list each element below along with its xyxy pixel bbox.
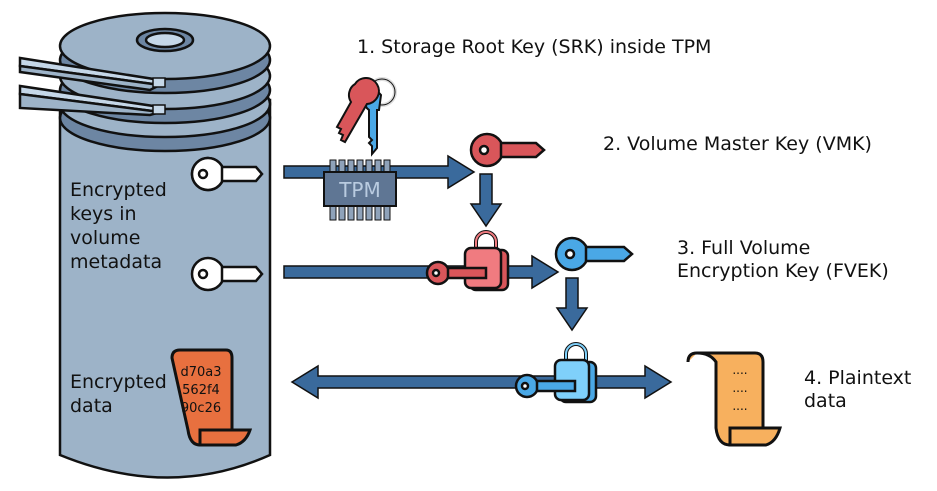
step-2-label: 2. Volume Master Key (VMK) — [603, 133, 872, 155]
encrypted-keys-label-line: volume — [70, 227, 141, 249]
encrypted-keys-label: Encrypted keys in volume metadata — [70, 178, 167, 274]
plaintext-scroll-icon — [686, 351, 782, 447]
cipher-line-2: 562f4 — [182, 383, 220, 398]
arrow-fvek-down — [555, 277, 589, 332]
cipher-line-1: d70a3 — [180, 365, 221, 380]
encrypted-data-label: Encrypted data — [70, 370, 167, 418]
fvek-key-icon — [554, 236, 634, 272]
plaintext-line-1: .... — [732, 363, 747, 377]
step-3-label: 3. Full Volume Encryption Key (FVEK) — [677, 237, 889, 283]
step-1-label: 1. Storage Root Key (SRK) inside TPM — [357, 36, 712, 58]
tpm-chip-icon — [323, 159, 397, 221]
step-3-label-line: Encryption Key (FVEK) — [677, 260, 889, 282]
step-4-label: 4. Plaintext data — [804, 367, 911, 413]
fvek-padlock-icon — [514, 342, 598, 404]
srk-keyring-icon — [335, 77, 397, 157]
encrypted-keys-label-line: keys in — [70, 203, 137, 225]
encrypted-data-label-line: Encrypted — [70, 371, 167, 393]
encrypted-keys-label-line: metadata — [70, 251, 163, 273]
tpm-label: TPM — [338, 178, 381, 202]
encrypted-fvek-key-icon — [190, 256, 264, 292]
step-4-label-line: data — [804, 390, 847, 412]
encrypted-keys-label-line: Encrypted — [70, 179, 167, 201]
encrypted-data-scroll-icon — [170, 348, 253, 447]
arrow-vmk-down — [469, 173, 503, 228]
arrow-data-bidirectional — [290, 364, 673, 400]
plaintext-line-3: .... — [732, 399, 747, 413]
encrypted-data-label-line: data — [70, 395, 113, 417]
step-4-label-line: 4. Plaintext — [804, 367, 912, 389]
step-3-label-line: 3. Full Volume — [677, 237, 811, 259]
encrypted-vmk-key-icon — [190, 156, 264, 192]
cipher-line-3: 90c26 — [181, 401, 221, 416]
vmk-padlock-icon — [425, 230, 510, 292]
plaintext-line-2: .... — [732, 381, 747, 395]
vmk-key-icon — [469, 132, 546, 168]
arrow-fvek-to-key — [283, 254, 560, 290]
hard-disk-icon — [18, 11, 272, 479]
